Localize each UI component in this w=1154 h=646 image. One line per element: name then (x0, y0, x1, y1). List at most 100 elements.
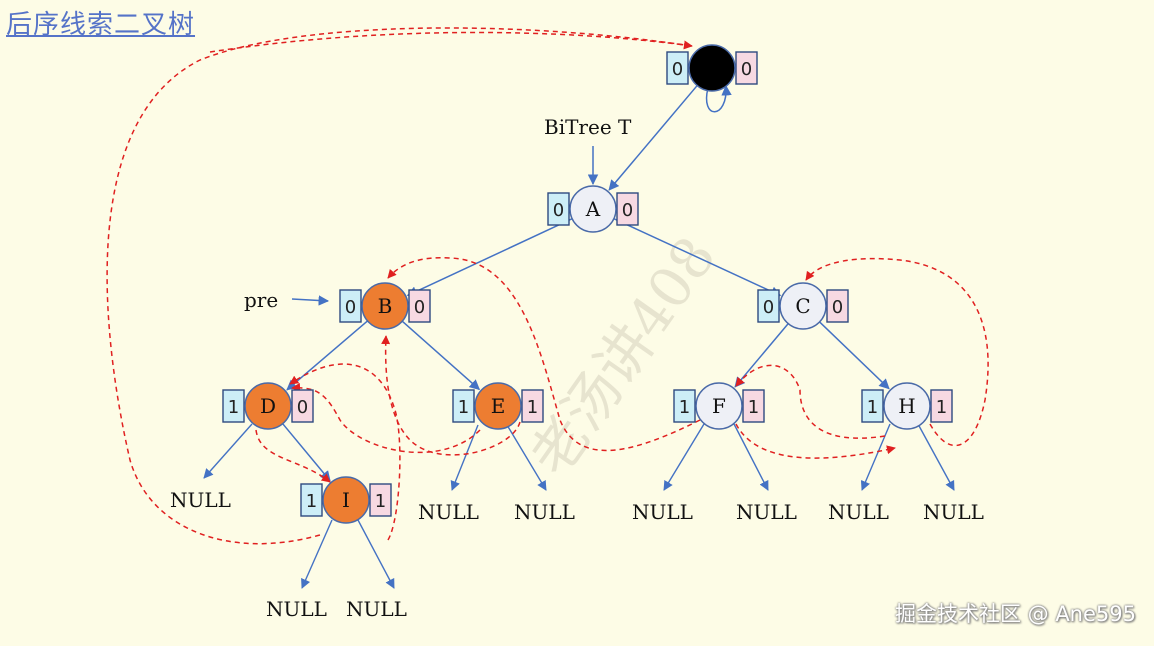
null-label: NULL (632, 500, 693, 524)
node-label: E (491, 394, 506, 418)
node-label: F (712, 394, 726, 418)
thread-I-to-D (255, 429, 331, 483)
page-title: 后序线索二叉树 (6, 10, 196, 40)
null-label: NULL (828, 500, 889, 524)
thread-H-to-F (735, 364, 886, 439)
rtag-box (826, 289, 849, 323)
rtag-value: 0 (622, 200, 633, 221)
ltag-value: 1 (228, 397, 239, 418)
ltag-value: 0 (672, 59, 683, 80)
null-label: NULL (923, 500, 984, 524)
thread-head-arrow (209, 31, 693, 53)
node-circle (779, 282, 827, 330)
null-labels: NULL NULL NULL NULL NULL NULL NULL NULL NULL (170, 488, 984, 621)
rtag-box (616, 192, 639, 226)
node-circle (688, 44, 736, 92)
rtag-box (742, 389, 765, 423)
node-circle (361, 282, 409, 330)
thread-H-to-C (805, 257, 989, 447)
node-label: D (260, 394, 276, 418)
null-links (203, 423, 955, 589)
thread-head-to-I (106, 27, 693, 545)
thread-E-to-B (381, 335, 521, 456)
rtag-box (291, 389, 314, 423)
rtag-value: 0 (832, 297, 843, 318)
null-label: NULL (514, 500, 575, 524)
ltag-box (452, 389, 475, 423)
thread-E-to-D (291, 382, 481, 454)
rtag-value: 1 (936, 397, 947, 418)
ltag-box (222, 389, 245, 423)
node-label: H (898, 394, 915, 418)
null-label: NULL (418, 500, 479, 524)
ltag-box (673, 389, 696, 423)
edge-C-F (734, 323, 789, 388)
head-self-loop (705, 84, 732, 113)
edge-B-D (286, 320, 369, 391)
null-label: NULL (266, 597, 327, 621)
rtag-value: 1 (527, 397, 538, 418)
node-label: C (795, 294, 810, 318)
rtag-value: 0 (741, 59, 752, 80)
node-A: 0 0A (547, 185, 639, 233)
ltag-value: 1 (458, 397, 469, 418)
credit-text: 掘金技术社区 @ Ane595 (894, 602, 1136, 626)
edge-A-C (613, 217, 782, 297)
bitree-label: BiTree T (544, 115, 632, 139)
thread-links (106, 27, 989, 545)
rtag-value: 1 (375, 491, 386, 512)
edge-D-I (282, 423, 331, 482)
thread-F-to-H (735, 423, 896, 459)
node-circle (244, 382, 292, 430)
rtag-value: 0 (297, 397, 308, 418)
node-circle (695, 382, 743, 430)
ltag-box (300, 483, 323, 517)
ltag-value: 1 (679, 397, 690, 418)
ltag-box (666, 51, 689, 85)
null-label: NULL (736, 500, 797, 524)
node-H: 1 1H (861, 382, 953, 430)
ltag-value: 0 (553, 200, 564, 221)
pre-pointer-arrow (291, 295, 330, 306)
node-label: A (585, 197, 601, 221)
rtag-box (521, 389, 544, 423)
rtag-box (930, 389, 953, 423)
ltag-value: 0 (345, 297, 356, 318)
pre-label: pre (244, 288, 278, 312)
rtag-box (369, 483, 392, 517)
node-circle (322, 476, 370, 524)
ltag-box (757, 289, 780, 323)
ltag-box (861, 389, 884, 423)
ltag-value: 1 (867, 397, 878, 418)
node-circle (569, 185, 617, 233)
edge-B-E (401, 320, 481, 391)
rtag-box (735, 51, 758, 85)
ltag-value: 1 (306, 491, 317, 512)
node-circle (474, 382, 522, 430)
ltag-value: 0 (763, 297, 774, 318)
null-label: NULL (346, 597, 407, 621)
edge-C-H (819, 321, 890, 390)
ltag-box (547, 192, 570, 226)
rtag-value: 0 (414, 297, 425, 318)
tree-edges (282, 85, 890, 482)
node-I: 1 1 I (300, 476, 392, 524)
edge-A-B (406, 218, 573, 297)
thread-D-to-E (289, 363, 401, 541)
node-circle (883, 382, 931, 430)
thread-B-to-F (387, 256, 701, 452)
null-label: NULL (170, 488, 231, 512)
ltag-box (339, 289, 362, 323)
rtag-value: 1 (748, 397, 759, 418)
node-label: I (342, 488, 350, 512)
edge-head-A (608, 85, 698, 191)
rtag-box (408, 289, 431, 323)
node-F: 1 1 F (673, 382, 765, 430)
node-D: 1 0D (222, 382, 314, 430)
